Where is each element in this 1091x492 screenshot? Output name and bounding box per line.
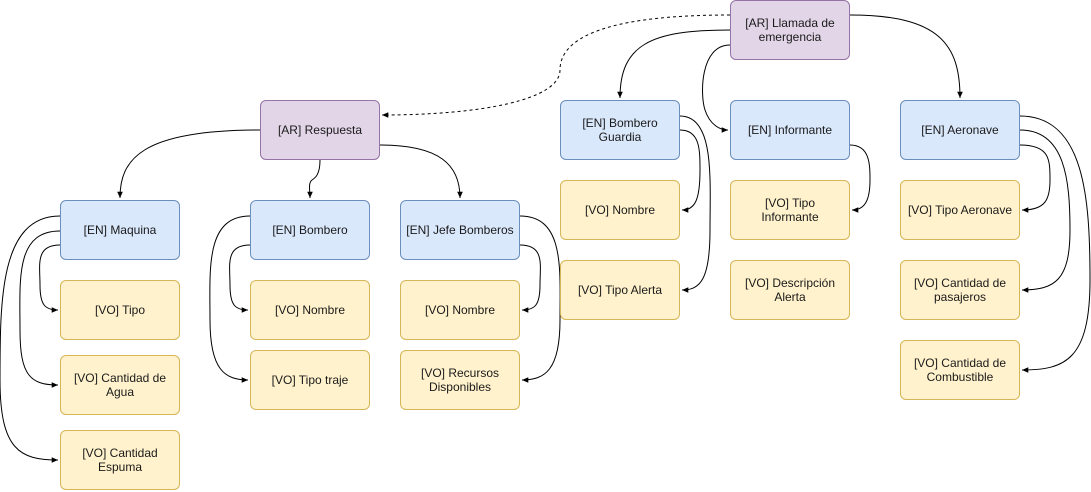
edge-respuesta-bombero — [307, 159, 321, 199]
edge-aeronave-tipo — [1019, 144, 1051, 213]
node-vo-guardia-nombre: [VO] Nombre — [560, 180, 680, 240]
edge-maquina-tipo — [39, 244, 61, 313]
node-jefe-bomberos: [EN] Jefe Bomberos — [400, 200, 520, 260]
node-vo-tipo-aeronave: [VO] Tipo Aeronave — [900, 180, 1020, 240]
node-vo-tipo-informante: [VO] Tipo Informante — [730, 180, 850, 240]
node-vo-cantidad-espuma: [VO] Cantidad Espuma — [60, 430, 180, 490]
node-llamada: [AR] Llamada de emergencia — [730, 0, 850, 60]
edge-jefe-recursos — [519, 215, 561, 383]
node-vo-descripcion-alerta: [VO] Descripción Alerta — [730, 260, 850, 320]
node-aeronave: [EN] Aeronave — [900, 100, 1020, 160]
edge-aeronave-pasajeros — [1019, 129, 1071, 293]
node-vo-cantidad-agua: [VO] Cantidad de Agua — [60, 355, 180, 415]
node-bombero: [EN] Bombero — [250, 200, 370, 260]
edge-bombero-traje — [209, 215, 251, 383]
edge-respuesta-jefe — [379, 144, 463, 199]
edge-maquina-agua — [19, 230, 61, 388]
node-vo-tipo: [VO] Tipo — [60, 280, 180, 340]
node-vo-recursos: [VO] Recursos Disponibles — [400, 350, 520, 410]
node-vo-cantidad-pasajeros: [VO] Cantidad de pasajeros — [900, 260, 1020, 320]
edge-aeronave-combustible — [1019, 115, 1091, 373]
edge-llamada-informante — [702, 44, 731, 133]
edge-bombero-nombre — [229, 244, 251, 313]
edge-llamada-respuesta — [381, 14, 731, 118]
edge-informante-tipo — [849, 144, 871, 213]
node-bombero-guardia: [EN] Bombero Guardia — [560, 100, 680, 160]
edge-llamada-guardia — [617, 29, 731, 99]
node-vo-bombero-nombre: [VO] Nombre — [250, 280, 370, 340]
node-vo-cantidad-combustible: [VO] Cantidad de Combustible — [900, 340, 1020, 400]
edge-respuesta-maquina — [117, 129, 261, 199]
node-vo-tipo-traje: [VO] Tipo traje — [250, 350, 370, 410]
node-vo-tipo-alerta: [VO] Tipo Alerta — [560, 260, 680, 320]
node-maquina: [EN] Maquina — [60, 200, 180, 260]
edge-guardia-nombre — [679, 129, 701, 213]
edge-jefe-nombre — [519, 244, 541, 313]
edge-llamada-aeronave — [849, 14, 963, 99]
node-vo-jefe-nombre: [VO] Nombre — [400, 280, 520, 340]
node-informante: [EN] Informante — [730, 100, 850, 160]
node-respuesta: [AR] Respuesta — [260, 100, 380, 160]
edge-guardia-alerta — [679, 115, 711, 293]
edge-maquina-espuma — [0, 215, 61, 463]
